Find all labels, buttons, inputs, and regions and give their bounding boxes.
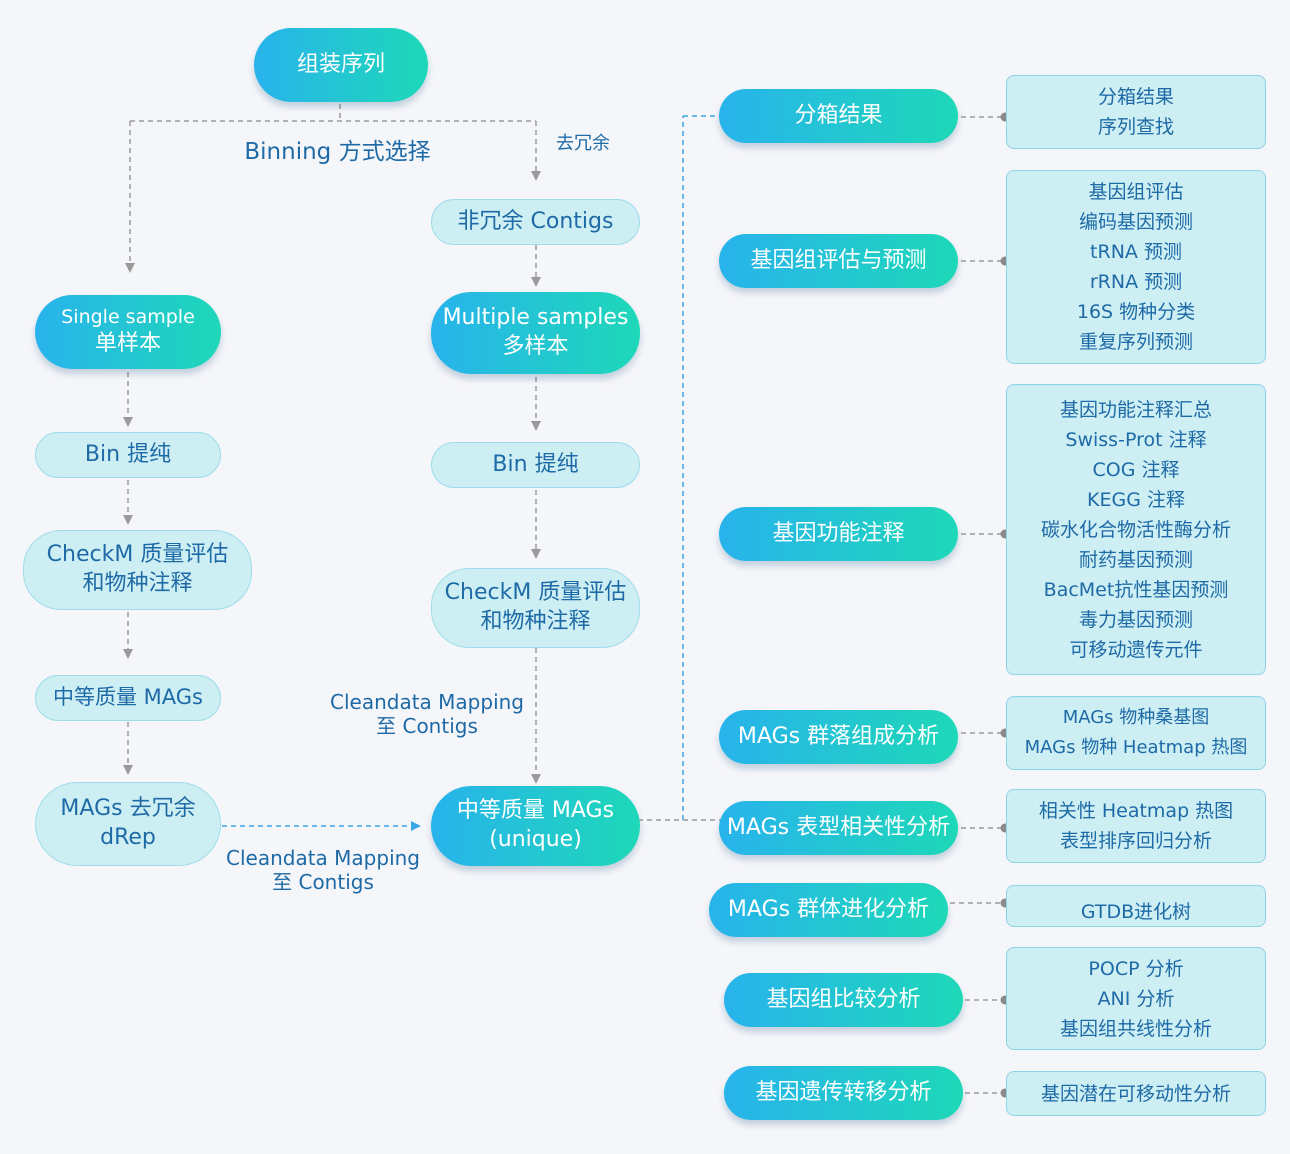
assembly-node: 组装序列 [254,28,428,102]
analysis-genome-assessment: 基因组评估与预测 [719,234,958,288]
bin-refine-right-node: Bin 提纯 [431,442,640,488]
analysis-phenotype: MAGs 表型相关性分析 [719,801,958,855]
unique-mags-node: 中等质量 MAGs (unique) [431,786,640,866]
detail-box-binning-results: 分箱结果 序列查找 [1006,75,1266,149]
detail-box-community: MAGs 物种桑基图 MAGs 物种 Heatmap 热图 [1006,696,1266,770]
analysis-evolution: MAGs 群体进化分析 [709,883,948,937]
analysis-binning-results: 分箱结果 [719,89,958,143]
binning-label: Binning 方式选择 [244,139,431,165]
medium-mags-left-node: 中等质量 MAGs [35,675,221,721]
analysis-gene-transfer: 基因遗传转移分析 [724,1066,963,1120]
multiple-samples-node: Multiple samples 多样本 [431,292,640,374]
mags-dedup-node: MAGs 去冗余 dRep [35,782,221,866]
dedup-label: 去冗余 [556,133,610,154]
nonredundant-contigs-node: 非冗余 Contigs [431,199,640,245]
mapping-label-right: Cleandata Mapping 至 Contigs [330,690,524,738]
detail-box-gene-function: 基因功能注释汇总 Swiss-Prot 注释 COG 注释 KEGG 注释 碳水… [1006,384,1266,675]
analysis-genome-compare: 基因组比较分析 [724,973,963,1027]
detail-box-evolution: GTDB进化树 [1006,885,1266,927]
single-sample-node: Single sample 单样本 [35,295,221,369]
detail-box-phenotype: 相关性 Heatmap 热图 表型排序回归分析 [1006,789,1266,863]
mapping-label-left: Cleandata Mapping 至 Contigs [226,846,420,894]
bin-refine-left-node: Bin 提纯 [35,432,221,478]
detail-box-genome-compare: POCP 分析 ANI 分析 基因组共线性分析 [1006,947,1266,1050]
detail-box-genome-assessment: 基因组评估 编码基因预测 tRNA 预测 rRNA 预测 16S 物种分类 重复… [1006,170,1266,364]
connector-split [130,104,536,122]
analysis-community: MAGs 群落组成分析 [719,710,958,764]
analysis-gene-function: 基因功能注释 [719,507,958,561]
checkm-right-node: CheckM 质量评估 和物种注释 [431,568,640,648]
checkm-left-node: CheckM 质量评估 和物种注释 [23,530,252,610]
detail-box-gene-transfer: 基因潜在可移动性分析 [1006,1071,1266,1116]
